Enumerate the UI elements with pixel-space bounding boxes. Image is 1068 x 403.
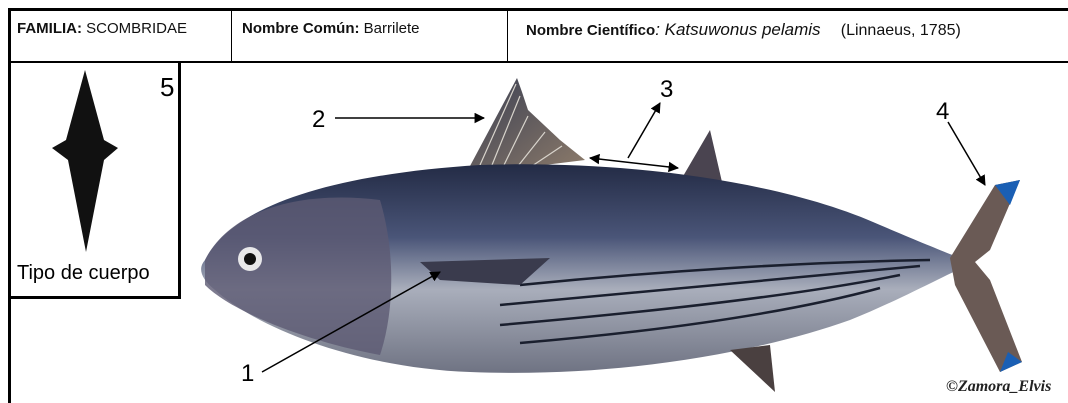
callout-4: 4 (936, 98, 949, 126)
arrow-3-up (628, 103, 660, 158)
image-credit: ©Zamora_Elvis (946, 378, 1051, 396)
arrow-4 (948, 122, 985, 185)
second-dorsal-fin (682, 130, 722, 182)
fish-head (205, 198, 391, 356)
anal-fin (730, 345, 775, 392)
body-type-silhouette (52, 70, 118, 252)
callout-3: 3 (660, 76, 673, 104)
caudal-fin (950, 180, 1022, 372)
arrow-3-span (590, 158, 678, 168)
callout-2: 2 (312, 106, 325, 134)
callout-1: 1 (241, 360, 254, 388)
